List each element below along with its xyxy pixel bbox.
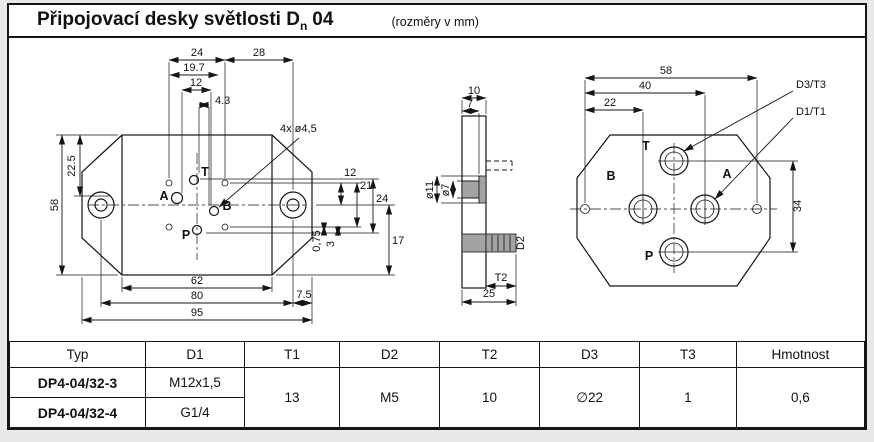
rear-port-label-b: B [606, 169, 615, 183]
dim-40: 40 [639, 80, 651, 92]
front-right-wing [271, 134, 313, 276]
col-header-d3: D3 [539, 341, 641, 368]
cell-t1: 13 [244, 367, 340, 428]
label-t2: T2 [495, 272, 508, 284]
page-title-text: Připojovací desky světlosti D [37, 8, 300, 30]
col-header-typ: Typ [9, 341, 146, 368]
bore-d2 [461, 233, 487, 253]
label-d1-t1: D1/T1 [796, 106, 826, 118]
col-header-t2: T2 [439, 341, 541, 368]
dim-80: 80 [191, 290, 203, 302]
front-left-wing [81, 134, 123, 276]
screw-hole [165, 223, 173, 231]
col-header-d1: D1 [144, 341, 246, 368]
side-view: 10 7 ø11 ø7 D2 T2 25 [424, 85, 527, 306]
cell-t3: 1 [639, 367, 737, 428]
dim-0-75: 0,75 [311, 230, 323, 251]
port-p-circle [191, 224, 203, 236]
front-view: T A B P 4x ø4,5 24 28 19.7 12 4.3 [49, 47, 404, 324]
holes-callout-label: 4x ø4,5 [280, 123, 317, 135]
mounting-hole-right [279, 191, 307, 219]
port-label-t: T [201, 165, 209, 179]
dim-28: 28 [253, 47, 265, 59]
dim-62: 62 [191, 275, 203, 287]
bore-d11 [478, 175, 487, 204]
rear-port-label-p: P [645, 249, 653, 263]
screw-hole [165, 179, 173, 187]
dim-58-rear: 58 [660, 65, 672, 77]
col-header-d2: D2 [338, 341, 441, 368]
port-b-circle [208, 205, 220, 217]
dim-3: 3 [325, 241, 337, 247]
leader-d3-t3 [683, 90, 794, 152]
drawing-area: T A B P 4x ø4,5 24 28 19.7 12 4.3 [9, 38, 865, 341]
page-title: Připojovací desky světlosti Dn 04 [37, 9, 333, 33]
page-frame: Připojovací desky světlosti Dn 04 (rozměr… [7, 3, 867, 430]
port-label-a: A [159, 189, 168, 203]
port-label-p: P [182, 228, 190, 242]
dim-dia11: ø11 [424, 181, 436, 199]
screw-hole [221, 223, 229, 231]
cell-d1-2: G1/4 [144, 397, 246, 428]
dim-95: 95 [191, 307, 203, 319]
cell-t2: 10 [439, 367, 541, 428]
port-label-b: B [222, 199, 231, 213]
rear-view: T B A P 58 40 22 34 D3/T3 D1/T1 [570, 65, 826, 287]
dim-10: 10 [468, 85, 480, 97]
dim-17: 17 [392, 235, 404, 247]
leader-d1-t1 [714, 117, 794, 200]
stud-d2 [485, 233, 517, 253]
rear-plate-outline [576, 134, 771, 287]
technical-drawing: T A B P 4x ø4,5 24 28 19.7 12 4.3 [49, 47, 826, 324]
dimensions-note: (rozměry v mm) [391, 14, 479, 29]
dim-24: 24 [191, 47, 203, 59]
col-header-t3: T3 [639, 341, 737, 368]
dim-34: 34 [792, 200, 804, 212]
title-size: 04 [312, 8, 334, 30]
holes-callout-leader [218, 137, 300, 208]
dim-4-3: 4.3 [215, 95, 230, 107]
cell-hmotnost: 0,6 [735, 367, 866, 428]
dim-58: 58 [49, 199, 61, 211]
cell-typ-2: DP4-04/32-4 [9, 397, 146, 428]
dim-24-right: 24 [376, 193, 388, 205]
cell-d1-1: M12x1,5 [144, 367, 246, 398]
table-row: DP4-04/32-4 G1/4 [9, 397, 865, 428]
label-d3-t3: D3/T3 [796, 79, 826, 91]
table-row: DP4-04/32-3 M12x1,5 13 M5 10 ∅22 1 0,6 [9, 367, 866, 428]
rear-port-label-a: A [722, 167, 731, 181]
dim-12-top: 12 [190, 77, 202, 89]
port-t-circle [188, 174, 200, 186]
bore-d7 [461, 180, 480, 199]
dim-19-7: 19.7 [183, 62, 204, 74]
dim-dia7: ø7 [440, 184, 452, 197]
title-bar: Připojovací desky světlosti Dn 04 (rozměr… [9, 5, 865, 38]
col-header-hmotnost: Hmotnost [735, 341, 866, 368]
spec-table: Typ D1 T1 D2 T2 D3 T3 Hmotnost DP4-04/32… [9, 341, 866, 428]
dim-7-5: 7.5 [296, 289, 311, 301]
port-a-circle [170, 191, 184, 205]
dim-25: 25 [483, 288, 495, 300]
dim-12-right: 12 [344, 167, 356, 179]
dim-21: 21 [360, 180, 372, 192]
cell-d2: M5 [338, 367, 441, 428]
col-header-t1: T1 [244, 341, 340, 368]
screw-hole [221, 179, 229, 187]
table-header-row: Typ D1 T1 D2 T2 D3 T3 Hmotnost [9, 341, 866, 368]
label-d2: D2 [515, 236, 527, 250]
title-subscript: n [299, 18, 308, 33]
cell-d3: ∅22 [539, 367, 641, 428]
dim-7: 7 [467, 98, 473, 110]
cell-typ-1: DP4-04/32-3 [9, 367, 146, 398]
rear-port-label-t: T [642, 139, 650, 153]
dim-22-5: 22.5 [66, 155, 78, 176]
dim-22: 22 [604, 97, 616, 109]
